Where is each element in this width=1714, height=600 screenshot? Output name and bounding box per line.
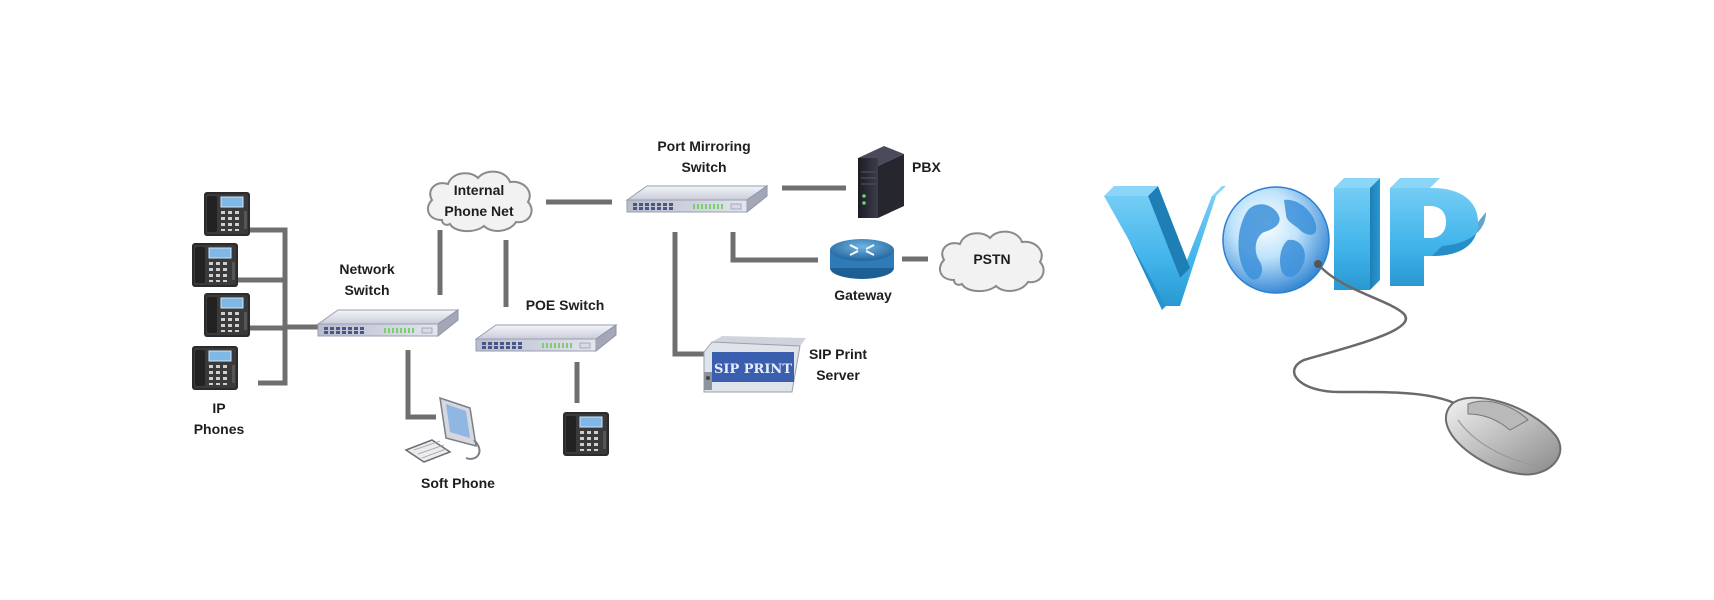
pstn-label: PSTN [973,251,1010,267]
connection-lines [232,185,928,420]
soft-phone: Soft Phone [404,396,495,491]
sip-print-device-icon: SIP PRINT [703,336,806,393]
ip-phones-label-1: IP [212,400,225,416]
voip-letter-p [1390,178,1486,286]
poe-switch-label: POE Switch [526,297,605,313]
globe-icon [1222,186,1330,294]
ip-phones-label-2: Phones [194,421,245,437]
voip-letter-i [1334,178,1380,290]
network-switch-label-2: Switch [344,282,389,298]
ip-phone-4-icon [191,345,239,391]
sip-print-plate-text: SIP PRINT [714,362,792,377]
internal-net-label-1: Internal [454,182,505,198]
server-icon [858,146,904,218]
network-switch-icon [317,309,459,337]
port-mirror-label-1: Port Mirroring [657,138,750,154]
ip-phone-2-icon [191,242,239,288]
router-icon [830,239,894,279]
gateway-label: Gateway [834,287,892,303]
port-mirror-label-2: Switch [681,159,726,175]
sip-print-label-1: SIP Print [809,346,867,362]
voip-letter-v [1104,186,1226,310]
internal-net-label-2: Phone Net [444,203,514,219]
poe-switch-icon [475,324,617,352]
cloud-icon [426,170,533,233]
port-mirroring-switch: Port Mirroring Switch [626,138,768,213]
computer-icon [404,396,481,463]
port-mirroring-switch-icon [626,185,768,213]
mouse-icon [1444,396,1562,476]
gateway-router: Gateway [830,239,894,303]
soft-phone-label: Soft Phone [421,475,495,491]
voip-logo: V I P [1104,178,1562,476]
network-switch-label-1: Network [339,261,394,277]
mouse-cable [1292,263,1471,413]
ip-phones-group: IP Phones [191,191,251,437]
pbx-server: PBX [858,146,941,218]
pstn-cloud: PSTN [938,230,1045,293]
sip-print-label-2: Server [816,367,860,383]
sip-print-server: SIP PRINT SIP Print Server [703,336,867,393]
ip-phone-1-icon [203,191,251,237]
ip-phone-3-icon [203,292,251,338]
pbx-label: PBX [912,159,941,175]
poe-switch: POE Switch [475,297,617,352]
poe-ip-phone-icon [562,411,610,457]
network-switch: Network Switch [317,261,459,337]
internal-phone-net-cloud: Internal Phone Net [426,170,533,233]
